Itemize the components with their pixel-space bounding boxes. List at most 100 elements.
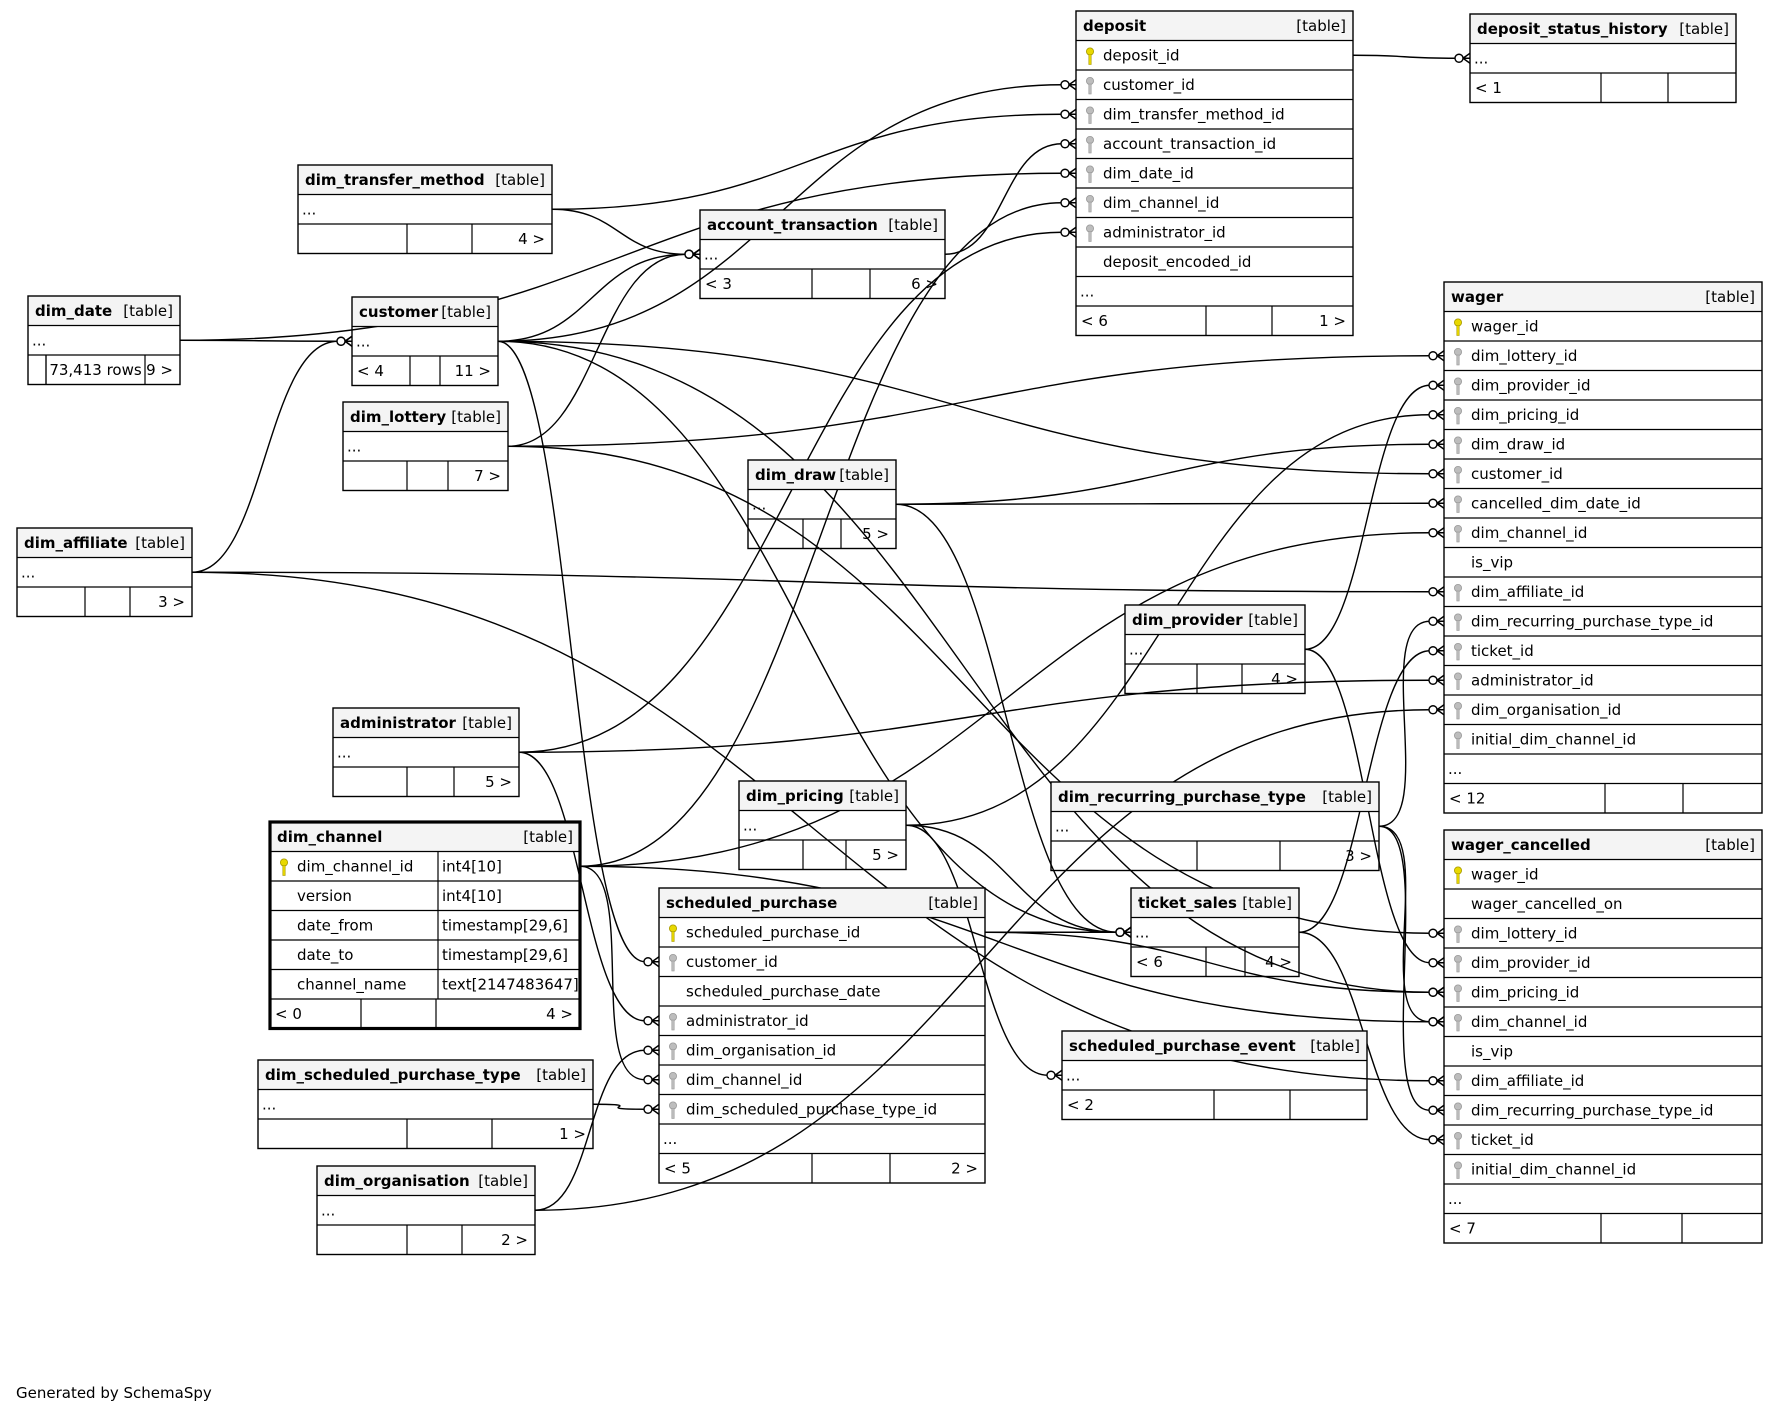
footer-children[interactable]: 1 >	[1319, 312, 1346, 330]
column-name: dim_organisation_id	[1471, 701, 1621, 720]
footer-parents[interactable]: < 1	[1475, 79, 1502, 97]
foreign-key-icon	[1454, 495, 1463, 513]
table-title: administrator	[340, 714, 457, 732]
column-name: dim_scheduled_purchase_type_id	[686, 1101, 937, 1120]
footer-children[interactable]: 5 >	[872, 846, 899, 864]
table-dim-affiliate[interactable]: dim_affiliate[table]...3 >	[16, 527, 193, 618]
footer-children[interactable]: 4 >	[1265, 953, 1292, 971]
table-title: dim_transfer_method	[305, 171, 485, 189]
footer-children[interactable]: 2 >	[951, 1160, 978, 1178]
table-scheduled-purchase[interactable]: scheduled_purchase[table]scheduled_purch…	[658, 887, 986, 1184]
footer-children[interactable]: 3 >	[158, 593, 185, 611]
foreign-key-icon	[1454, 347, 1463, 366]
relationship-edge	[497, 340, 1445, 998]
column-name: ...	[1066, 1067, 1080, 1085]
footer-parents[interactable]: < 2	[1067, 1096, 1094, 1114]
footer-children[interactable]: 11 >	[455, 362, 491, 380]
footer-children[interactable]: 6 >	[911, 275, 938, 293]
table-dim-recurring-purchase-type[interactable]: dim_recurring_purchase_type[table]...3 >	[1050, 781, 1380, 872]
footer-parents[interactable]: < 12	[1449, 790, 1485, 808]
footer-children[interactable]: 3 >	[1345, 847, 1372, 865]
column-name: wager_cancelled_on	[1471, 895, 1623, 914]
table-wager[interactable]: wager[table]wager_iddim_lottery_iddim_pr…	[1443, 281, 1763, 814]
column-name: wager_id	[1471, 866, 1539, 885]
relationship-edge	[895, 438, 1445, 505]
table-title: scheduled_purchase_event	[1069, 1037, 1296, 1055]
footer-children[interactable]: 9 >	[146, 361, 173, 379]
column-name: dim_transfer_method_id	[1103, 106, 1285, 125]
table-dim-scheduled-purchase-type[interactable]: dim_scheduled_purchase_type[table]...1 >	[257, 1059, 594, 1150]
table-dim-draw[interactable]: dim_draw[table]...5 >	[747, 459, 897, 550]
relationship-edge	[551, 208, 701, 260]
foreign-key-icon	[669, 1101, 678, 1119]
footer-parents[interactable]: < 6	[1081, 312, 1108, 330]
footer-children[interactable]: 5 >	[485, 773, 512, 791]
table-dim-organisation[interactable]: dim_organisation[table]...2 >	[316, 1165, 536, 1256]
relationship-edge	[1304, 379, 1445, 650]
table-dim-provider[interactable]: dim_provider[table]...4 >	[1124, 604, 1306, 695]
table-title: account_transaction	[707, 216, 878, 234]
column-name: initial_dim_channel_id	[1471, 731, 1636, 750]
footer-children[interactable]: 7 >	[474, 467, 501, 485]
footer-children[interactable]: 4 >	[518, 230, 545, 248]
table-dim-pricing[interactable]: dim_pricing[table]...5 >	[738, 780, 907, 871]
column-name: ...	[1474, 50, 1488, 68]
column-name: scheduled_purchase_id	[686, 924, 860, 943]
foreign-key-icon	[1454, 584, 1463, 602]
table-tag: [table]	[1242, 894, 1292, 912]
column-type: int4[10]	[442, 858, 502, 876]
footer-children[interactable]: 2 >	[501, 1231, 528, 1249]
foreign-key-icon	[1454, 984, 1463, 1002]
table-tag: [table]	[1705, 288, 1755, 306]
table-deposit[interactable]: deposit[table]deposit_idcustomer_iddim_t…	[1075, 10, 1354, 337]
foreign-key-icon	[669, 1072, 678, 1090]
foreign-key-icon	[1454, 731, 1463, 749]
footer-children[interactable]: 1 >	[559, 1125, 586, 1143]
foreign-key-icon	[1454, 672, 1463, 690]
relationship-edge	[579, 197, 1077, 867]
table-title: dim_organisation	[324, 1172, 470, 1190]
table-administrator[interactable]: administrator[table]...5 >	[332, 707, 520, 798]
table-dim-transfer-method[interactable]: dim_transfer_method[table]...4 >	[297, 164, 553, 255]
column-name: dim_provider_id	[1471, 954, 1591, 973]
table-scheduled-purchase-event[interactable]: scheduled_purchase_event[table]...< 2	[1061, 1030, 1368, 1121]
table-tag: [table]	[495, 171, 545, 189]
table-dim-lottery[interactable]: dim_lottery[table]...7 >	[342, 401, 509, 492]
footer-children[interactable]: 5 >	[862, 525, 889, 543]
footer-parents[interactable]: < 4	[357, 362, 384, 380]
footer-parents[interactable]: < 3	[705, 275, 732, 293]
column-name: ...	[337, 744, 351, 762]
footer-parents[interactable]: < 5	[664, 1160, 691, 1178]
column-name: ...	[321, 1202, 335, 1220]
foreign-key-icon	[1086, 77, 1095, 95]
table-title: deposit_status_history	[1477, 20, 1668, 38]
footer-parents[interactable]: < 7	[1449, 1220, 1476, 1238]
column-name: ...	[1135, 924, 1149, 942]
footer-parents[interactable]: < 0	[275, 1005, 302, 1023]
footer-children[interactable]: 4 >	[546, 1005, 573, 1023]
relationship-edge	[579, 527, 1445, 867]
column-name: ...	[752, 496, 766, 514]
table-deposit-status-history[interactable]: deposit_status_history[table]...< 1	[1469, 13, 1737, 104]
relationship-edge	[551, 108, 1077, 210]
table-tag: [table]	[536, 1066, 586, 1084]
column-name: dim_pricing_id	[1471, 406, 1579, 425]
foreign-key-icon	[1454, 1073, 1463, 1091]
table-wager-cancelled[interactable]: wager_cancelled[table]wager_idwager_canc…	[1443, 829, 1763, 1244]
footer-parents[interactable]: < 6	[1136, 953, 1163, 971]
column-name: dim_channel_id	[1471, 1013, 1587, 1032]
table-tag: [table]	[441, 303, 491, 321]
foreign-key-icon	[1454, 1161, 1463, 1179]
foreign-key-icon	[1086, 106, 1095, 124]
generated-by-footer: Generated by SchemaSpy	[16, 1384, 212, 1402]
table-title: dim_pricing	[746, 787, 844, 805]
foreign-key-icon	[1454, 955, 1463, 973]
footer-children[interactable]: 4 >	[1271, 670, 1298, 688]
table-title: deposit	[1083, 17, 1146, 35]
column-name: dim_draw_id	[1471, 436, 1565, 455]
